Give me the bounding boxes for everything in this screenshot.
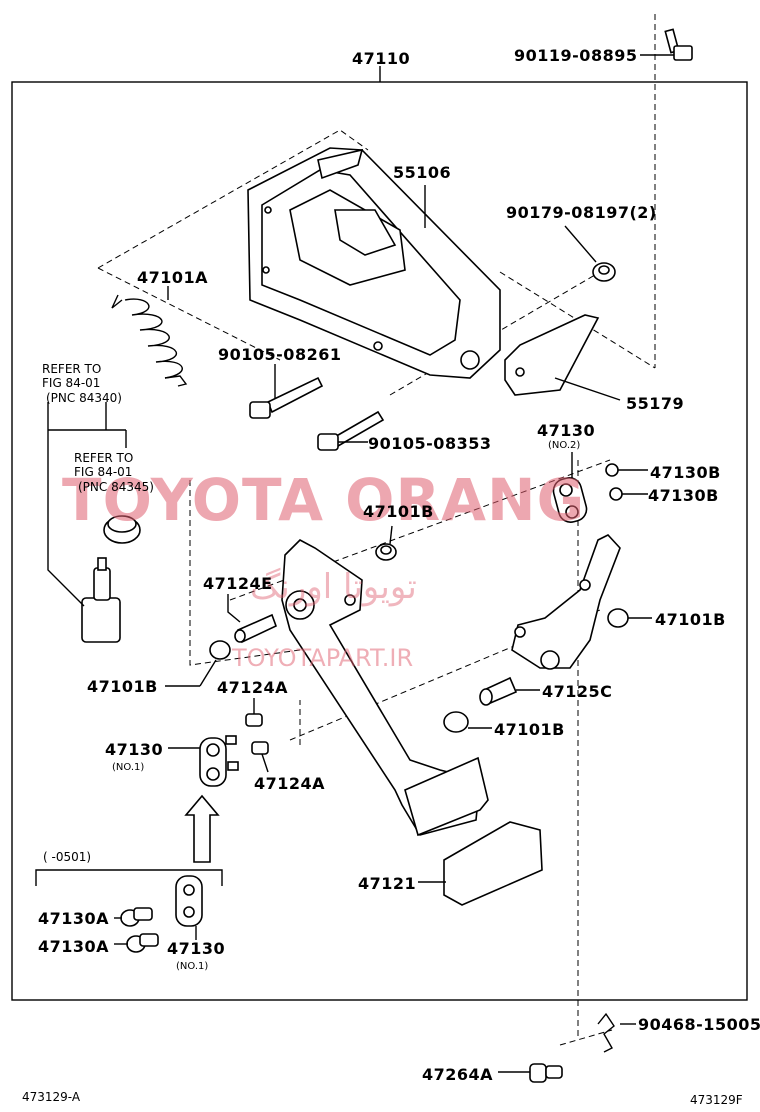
label-collar-a1: 47124A xyxy=(217,678,288,697)
label-bush-b-right: 47101B xyxy=(655,610,726,629)
label-spring: 47101A xyxy=(137,268,208,287)
bushing-top-icon xyxy=(375,543,397,561)
pedal-bracket-icon xyxy=(247,147,501,379)
bracket-plate-icon xyxy=(504,314,600,396)
label-bolt-top: 90119-08895 xyxy=(514,46,637,65)
label-bush-b-mid: 47101B xyxy=(494,720,565,739)
collar-a2-icon xyxy=(251,741,269,755)
link-no2-icon xyxy=(552,477,588,523)
label-link-no2: 47130 xyxy=(537,421,595,440)
pin-b2-icon xyxy=(609,487,623,501)
brake-pedal-arm-icon xyxy=(281,539,489,837)
nut-icon xyxy=(592,262,616,282)
label-assy: 47110 xyxy=(352,49,410,68)
label-nut-2: 90179-08197(2) xyxy=(506,203,657,222)
stop-lamp-switch-icon xyxy=(81,515,141,643)
label-bush-b-left: 47101B xyxy=(87,677,158,696)
figure-id-left: 473129-A xyxy=(22,1090,81,1104)
clip-icon xyxy=(597,1012,615,1053)
figure-id-right: 473129F xyxy=(690,1093,743,1107)
label-link-no1-b-sub: (NO.1) xyxy=(176,961,208,972)
label-bush-b-top: 47101B xyxy=(363,502,434,521)
label-collar-c: 47125C xyxy=(542,682,612,701)
bushing-right-icon xyxy=(607,608,629,628)
bolt-top-icon xyxy=(664,28,693,61)
label-pin-a2: 47130A xyxy=(38,937,109,956)
label-bracket: 55106 xyxy=(393,163,451,182)
collar-e-icon xyxy=(234,613,278,644)
label-clip: 90468-15005 xyxy=(638,1015,760,1034)
label-pin-bottom: 47264A xyxy=(422,1065,493,1084)
label-link-no1-sub: (NO.1) xyxy=(112,762,144,773)
refer1-line2: FIG 84-01 xyxy=(42,376,100,390)
label-collar-e: 47124E xyxy=(203,574,273,593)
watermark-farsi: تویوتا اورنگ xyxy=(250,567,417,607)
bushing-left-icon xyxy=(209,640,231,660)
bolt-a-icon xyxy=(249,376,324,419)
refer2-line2: FIG 84-01 xyxy=(74,465,132,479)
pin-b1-icon xyxy=(605,463,619,477)
label-pad: 47121 xyxy=(358,874,416,893)
refer2-line3: (PNC 84345) xyxy=(78,480,154,494)
label-bracket-plate: 55179 xyxy=(626,394,684,413)
collar-a1-icon xyxy=(245,713,263,727)
link-no1-b-icon xyxy=(175,875,203,927)
return-spring-icon xyxy=(111,294,188,387)
label-pin-a1: 47130A xyxy=(38,909,109,928)
pin-a2-icon xyxy=(126,933,159,953)
collar-c-icon xyxy=(479,676,518,706)
watermark-url: TOYOTAPART.IR xyxy=(231,644,413,672)
arrow-up-icon xyxy=(184,794,220,863)
label-pin-b1: 47130B xyxy=(650,463,721,482)
refer2-line1: REFER TO xyxy=(74,451,133,465)
label-date-range: ( -0501) xyxy=(43,850,91,864)
bolt-b-icon xyxy=(317,410,385,451)
label-link-no1-b: 47130 xyxy=(167,939,225,958)
pedal-pad-icon xyxy=(443,821,543,906)
label-bolt-b: 90105-08353 xyxy=(368,434,491,453)
label-collar-a2: 47124A xyxy=(254,774,325,793)
refer1-line3: (PNC 84340) xyxy=(46,391,122,405)
bushing-mid-icon xyxy=(443,711,469,733)
label-bolt-a: 90105-08261 xyxy=(218,345,341,364)
refer1-line1: REFER TO xyxy=(42,362,101,376)
lever-right-icon xyxy=(511,534,621,670)
pin-bottom-icon xyxy=(529,1063,563,1083)
watermark-brand: TOYOTA ORANG xyxy=(62,466,585,534)
link-no1-icon xyxy=(199,735,239,787)
label-pin-b2: 47130B xyxy=(648,486,719,505)
pin-a1-icon xyxy=(120,907,153,927)
label-link-no1: 47130 xyxy=(105,740,163,759)
label-link-no2-sub: (NO.2) xyxy=(548,440,580,451)
